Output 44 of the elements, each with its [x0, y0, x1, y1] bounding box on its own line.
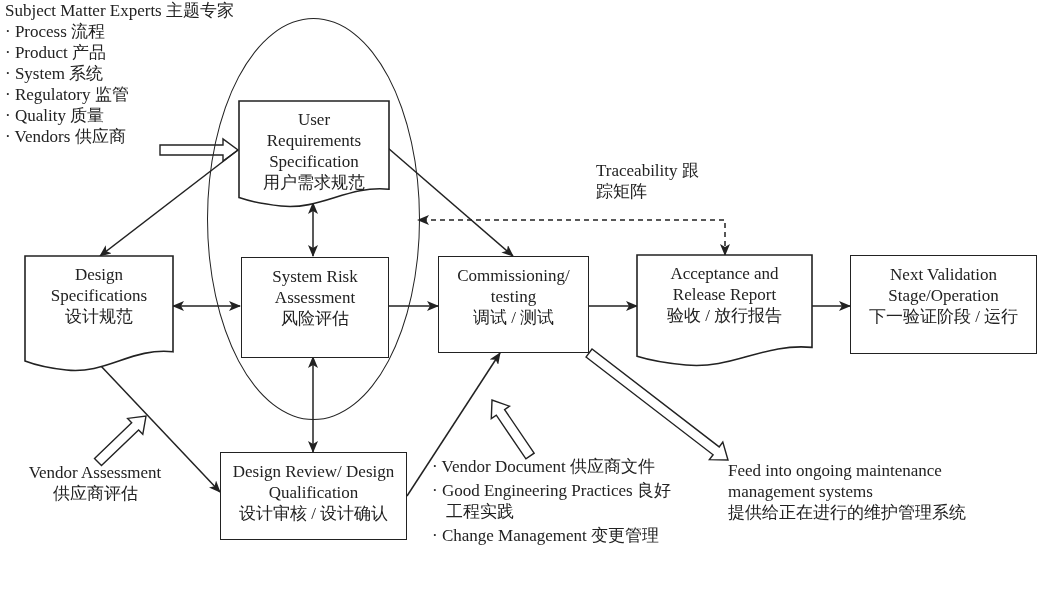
- document-box: [637, 255, 812, 365]
- box-label: 用户需求规范: [263, 172, 365, 193]
- box-label: 设计审核 / 设计确认: [238, 503, 389, 524]
- block-arrow: [585, 348, 729, 461]
- box-label: 验收 / 放行报告: [666, 305, 783, 326]
- note-text: Vendor Assessment: [28, 462, 162, 483]
- process-box: [850, 255, 1037, 354]
- block-arrow: [93, 415, 147, 467]
- list-item: · Vendor Document 供应商文件: [432, 456, 657, 477]
- document-box: [239, 101, 389, 206]
- arrow: [417, 215, 730, 256]
- list-item: · Change Management 变更管理: [432, 525, 661, 546]
- box-label: Acceptance and Release Report: [669, 263, 780, 305]
- box-label: 设计规范: [65, 306, 133, 327]
- box-label: Commissioning/ testing: [456, 265, 571, 307]
- box-label: Next Validation Stage/Operation: [887, 264, 1000, 306]
- arrow: [588, 301, 638, 311]
- process-box: [241, 257, 389, 358]
- list-item: · Good Engineering Practices 良好工程实践: [432, 480, 672, 522]
- arrow: [308, 356, 318, 453]
- arrow: [387, 301, 439, 311]
- box-label: 下一验证阶段 / 运行: [868, 306, 1019, 327]
- list-item: · Process 流程: [5, 21, 107, 42]
- box-label: Design Specifications: [49, 264, 149, 306]
- arrow: [406, 352, 501, 497]
- box-label: 风险评估: [281, 308, 349, 329]
- document-box: [25, 256, 173, 370]
- list-heading: Subject Matter Experts 主题专家: [5, 0, 235, 21]
- box-label: 调试 / 测试: [472, 307, 555, 328]
- list-item: · Regulatory 监管: [5, 84, 130, 105]
- box-label: System Risk Assessment: [271, 266, 359, 308]
- block-arrow: [159, 137, 240, 163]
- list-item: · Product 产品: [5, 42, 108, 63]
- note-text: 供应商评估: [52, 483, 138, 504]
- arrow: [308, 202, 318, 257]
- block-arrow: [490, 399, 536, 460]
- list-item: · Quality 质量: [5, 105, 106, 126]
- box-label: User Requirements Specification: [265, 109, 363, 172]
- list-item: · System 系统: [5, 63, 105, 84]
- process-box: [438, 256, 589, 353]
- process-box: [220, 452, 407, 540]
- box-label: Design Review/ Design Qualification: [231, 461, 396, 503]
- note-text: Feed into ongoing maintenance management systems: [728, 460, 943, 502]
- note-text: 提供给正在进行的维护管理系统: [728, 502, 967, 523]
